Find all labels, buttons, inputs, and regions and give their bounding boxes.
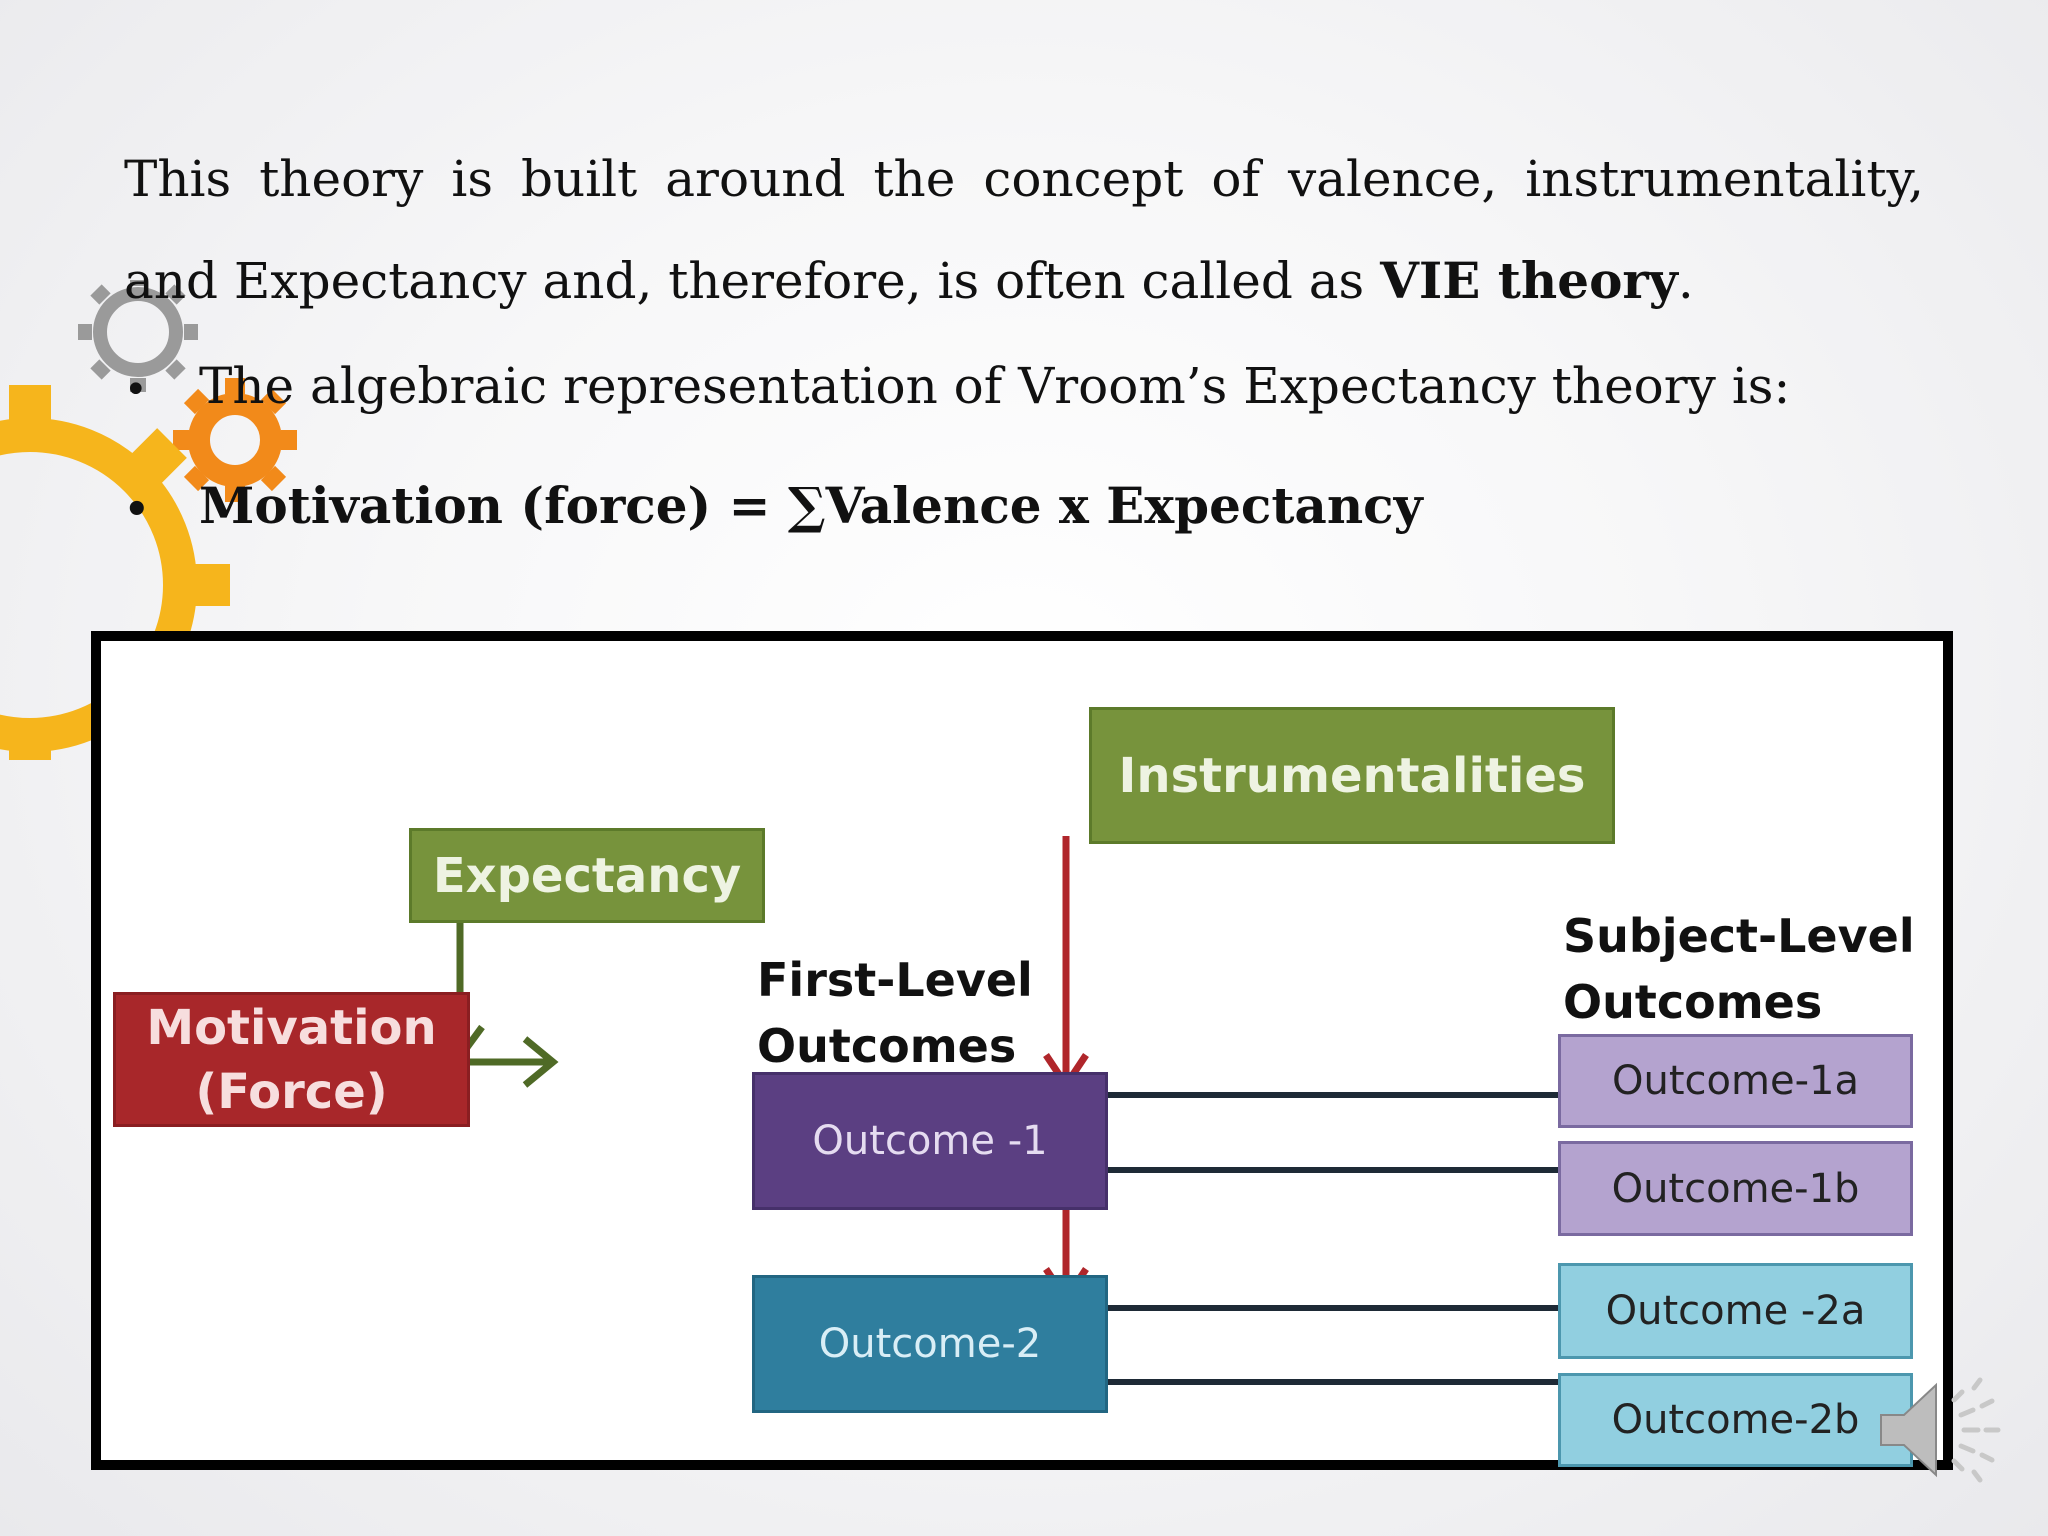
instrumentalities-label: Instrumentalities [1119, 748, 1586, 804]
heading-line: Outcomes [757, 1013, 1033, 1079]
outcome-1-label: Outcome -1 [812, 1118, 1047, 1164]
motivation-force-box: Motivation (Force) [113, 992, 470, 1127]
expectancy-label: Expectancy [433, 848, 741, 904]
outcome-1b-box: Outcome-1b [1558, 1141, 1913, 1236]
outcome-1-box: Outcome -1 [752, 1072, 1108, 1210]
outcome-2b-label: Outcome-2b [1612, 1397, 1860, 1443]
outcome-1a-label: Outcome-1a [1612, 1058, 1859, 1104]
outcome-2b-box: Outcome-2b [1558, 1373, 1913, 1467]
outcome-1a-box: Outcome-1a [1558, 1034, 1913, 1128]
bullet-text: The algebraic representation of Vroom’s … [199, 357, 1790, 415]
bullet-marker: • [124, 360, 199, 420]
subject-level-outcomes-heading: Subject-Level Outcomes [1563, 903, 1915, 1035]
bullet-motivation-formula: •Motivation (force) = ∑Valence x Expecta… [124, 476, 1423, 540]
force-label: (Force) [195, 1060, 387, 1124]
outcome-1b-label: Outcome-1b [1612, 1166, 1860, 1212]
heading-line: Subject-Level [1563, 903, 1915, 969]
heading-line: First-Level [757, 947, 1033, 1013]
paragraph-end: . [1678, 252, 1694, 310]
outcome-2-box: Outcome-2 [752, 1275, 1108, 1413]
outcome-2a-label: Outcome -2a [1606, 1288, 1866, 1334]
first-level-outcomes-heading: First-Level Outcomes [757, 947, 1033, 1079]
outcome-2a-box: Outcome -2a [1558, 1263, 1913, 1359]
heading-line: Outcomes [1563, 969, 1915, 1035]
motivation-label: Motivation [146, 996, 436, 1060]
text-content: This theory is built around the concept … [124, 128, 1924, 332]
bullet-marker: • [124, 480, 199, 540]
bullet-text: Motivation (force) = ∑Valence x Expectan… [199, 476, 1423, 535]
intro-paragraph: This theory is built around the concept … [124, 128, 1924, 332]
speaker-icon[interactable] [1876, 1370, 2006, 1490]
outcome-2-label: Outcome-2 [819, 1321, 1041, 1367]
instrumentalities-box: Instrumentalities [1089, 707, 1615, 844]
bullet-algebraic-representation: •The algebraic representation of Vroom’s… [124, 356, 1790, 420]
vie-diagram: Expectancy Instrumentalities Motivation … [91, 631, 1953, 1470]
expectancy-box: Expectancy [409, 828, 765, 923]
vie-theory-term: VIE theory [1380, 251, 1678, 310]
